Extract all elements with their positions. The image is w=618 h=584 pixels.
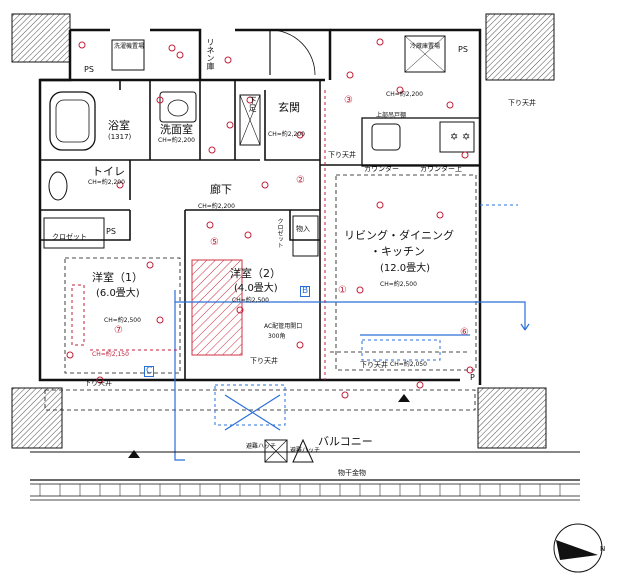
closet1-label: クロゼット xyxy=(52,233,87,241)
western1-ch: CH=約2,500 xyxy=(104,317,141,324)
fridge-label: 冷蔵庫置場 xyxy=(410,43,441,50)
washroom-ch: CH=約2,200 xyxy=(158,137,195,144)
ac-size: 300角 xyxy=(268,333,286,340)
western1-size: (6.0畳大) xyxy=(96,288,140,299)
shitatenjo-2: 下り天井 xyxy=(508,99,536,107)
compass-icon xyxy=(553,523,603,573)
marker-5: ⑤ xyxy=(210,237,219,248)
laundry-label: 物干金物 xyxy=(338,469,366,477)
svg-text:✡: ✡ xyxy=(450,132,458,143)
marker-2: ② xyxy=(296,175,305,186)
kitchen-counter xyxy=(361,117,481,167)
marker-7: ⑦ xyxy=(114,325,123,336)
ps-label-3: PS xyxy=(106,227,116,236)
interior-walls xyxy=(40,80,480,380)
ldk-ch2: CH=約2,200 xyxy=(386,91,423,98)
marker-6: ⑥ xyxy=(460,327,469,338)
washer xyxy=(111,39,145,71)
ldk-label-1: リビング・ダイニング xyxy=(344,229,454,242)
western2-label: 洋室（2） xyxy=(230,267,281,280)
compass-n: N xyxy=(600,545,606,553)
bath-size: (1317) xyxy=(108,133,132,141)
ldk-label-2: ・キッチン xyxy=(370,245,425,258)
shitatenjo-4: 下り天井 xyxy=(250,357,278,365)
washroom-label: 洗面室 xyxy=(160,123,193,136)
western1-label: 洋室（1） xyxy=(92,271,143,284)
bathtub xyxy=(49,91,96,151)
toilet-bowl xyxy=(48,171,68,201)
sash-p: P xyxy=(470,373,475,382)
washer-label: 洗濯機置場 xyxy=(114,43,145,50)
entrance-label: 玄関 xyxy=(278,101,300,114)
hallway-label: 廊下 xyxy=(210,183,232,196)
shoes-label: 下足 xyxy=(248,96,257,112)
western1-ch2: CH=約2,150 xyxy=(92,351,129,358)
closet2-label: クロゼット xyxy=(276,218,283,248)
marker-b: B xyxy=(300,286,311,297)
hatch-label-2: 避難ハッチ xyxy=(290,447,321,454)
shitatenjo-1: 下り天井 xyxy=(328,151,356,159)
pillar-top-left xyxy=(11,13,71,63)
western2-ch: CH=約2,500 xyxy=(232,297,269,304)
counter-label: カウンター xyxy=(364,165,399,173)
toilet-ch: CH=約2,200 xyxy=(88,179,125,186)
hallway-ch: CH=約2,200 xyxy=(198,203,235,210)
ps-label-1: PS xyxy=(84,65,94,74)
pillar-top-right xyxy=(485,13,555,81)
linen-label: リネン庫 xyxy=(206,38,215,70)
western2-size: (4.0畳大) xyxy=(234,283,278,294)
ac-label: AC配管用開口 xyxy=(264,323,303,330)
wash-basin xyxy=(159,91,197,123)
shitatenjo-5: 下り天井 xyxy=(360,361,388,369)
ldk-size: (12.0畳大) xyxy=(380,263,431,274)
balcony-label: バルコニー xyxy=(318,435,373,448)
hatch-label-1: 避難ハッチ xyxy=(246,443,277,450)
bath-label: 浴室 xyxy=(108,119,130,132)
marker-c: C xyxy=(144,366,155,377)
entrance-ch: CH=約2,200 xyxy=(268,131,305,138)
toilet-label: トイレ xyxy=(92,165,125,178)
counter-label-2: カウンター上 xyxy=(420,165,462,173)
shitatenjo-3: 下り天井 xyxy=(84,379,112,387)
cabinet-label: 上部吊戸棚 xyxy=(376,112,407,119)
pillar-bottom-left xyxy=(11,387,63,449)
marker-3: ③ xyxy=(344,95,353,106)
svg-text:✡: ✡ xyxy=(462,132,470,143)
fridge xyxy=(404,35,446,73)
pillar-bottom-right xyxy=(477,387,547,449)
marker-1: ① xyxy=(338,285,347,296)
ldk-ch3: CH=約2,050 xyxy=(390,361,427,368)
ps-label-2: PS xyxy=(458,45,468,54)
storage-label: 物入 xyxy=(296,225,310,233)
ldk-ch: CH=約2,500 xyxy=(380,281,417,288)
walls xyxy=(38,28,482,385)
